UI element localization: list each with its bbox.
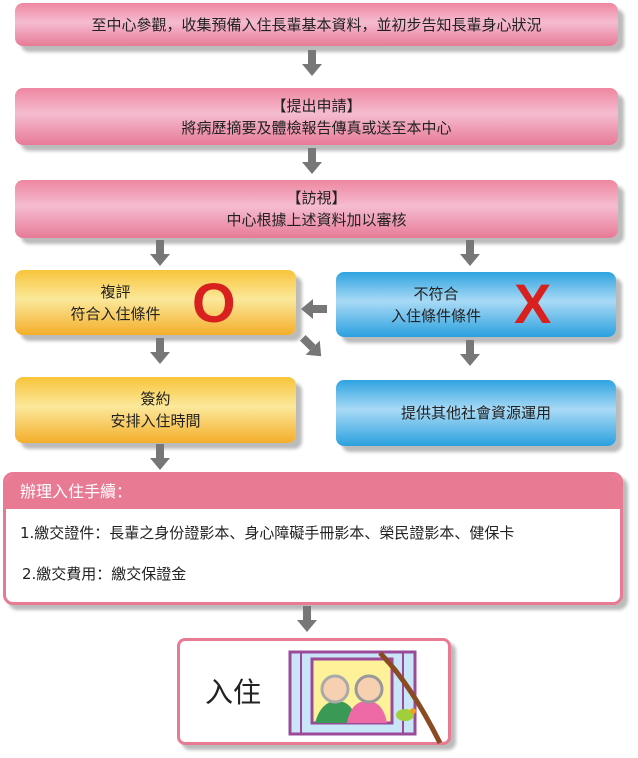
cross-mark-x: X (514, 272, 552, 335)
step-title: 不符合 (413, 284, 459, 303)
step-text: 將病歷摘要及體檢報告傳真或送至本中心 (181, 118, 452, 137)
step-title: 【訪視】 (286, 189, 347, 207)
step-text: 中心根據上述資料加以審核 (226, 211, 407, 229)
arrow-down-icon (302, 50, 322, 76)
arrow-down-icon (460, 340, 480, 366)
arrow-down-icon (150, 240, 170, 266)
check-mark-o: O (192, 271, 236, 334)
arrow-diagonal-icon (296, 331, 329, 364)
move-in-label: 入住 (205, 676, 262, 709)
step-visit: 至中心參觀，收集預備入住長輩基本資料，並初步告知長輩身心狀況 (15, 3, 618, 46)
step-text: 提供其他社會資源運用 (400, 404, 551, 422)
step-text: 至中心參觀，收集預備入住長輩基本資料，並初步告知長輩身心狀況 (91, 15, 542, 34)
step-title: 【提出申請】 (271, 96, 362, 115)
step-other-resources: 提供其他社會資源運用 (336, 380, 616, 446)
step-title: 簽約 (140, 390, 171, 408)
step-apply: 【提出申請】將病歷摘要及體檢報告傳真或送至本中心 (15, 88, 618, 145)
step-title: 複評 (100, 282, 131, 301)
step-move-in: 入住 (177, 638, 451, 745)
arrow-down-icon (150, 338, 170, 364)
step-text: 符合入住條件 (70, 304, 161, 323)
arrow-down-icon (297, 606, 317, 632)
step-contract: 簽約安排入住時間 (15, 377, 296, 443)
arrow-down-icon (150, 444, 170, 470)
procedure-item: 1.繳交證件：長輩之身份證影本、身心障礙手冊影本、榮民證影本、健保卡 (20, 524, 515, 542)
step-text: 入住條件條件 (390, 306, 481, 325)
step-text: 安排入住時間 (110, 412, 201, 430)
procedure-item: 2.繳交費用：繳交保證金 (22, 565, 187, 583)
arrow-down-icon (302, 148, 322, 174)
step-reassess: 複評符合入住條件 (15, 270, 296, 335)
procedure-title: 辦理入住手續： (6, 475, 620, 509)
elderly-couple-window-illustration (288, 650, 443, 745)
step-interview: 【訪視】中心根據上述資料加以審核 (15, 180, 618, 238)
step-procedures: 辦理入住手續： 1.繳交證件：長輩之身份證影本、身心障礙手冊影本、榮民證影本、健… (3, 472, 623, 605)
arrow-left-icon (301, 299, 327, 319)
arrow-down-icon (460, 240, 480, 266)
step-not-meet: 不符合入住條件條件 (336, 272, 616, 337)
